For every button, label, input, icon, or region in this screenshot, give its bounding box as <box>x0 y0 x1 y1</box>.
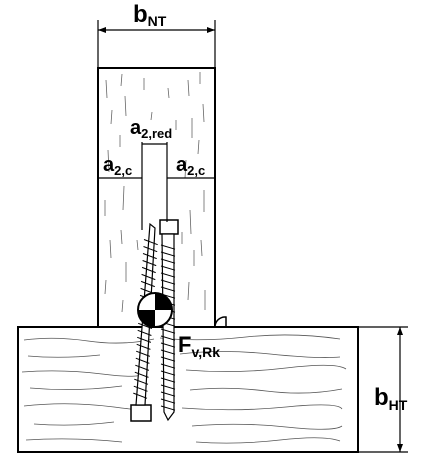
label-b-ht: bHT <box>374 384 408 413</box>
main-beam <box>17 326 359 453</box>
dimension-a2-red <box>141 142 168 230</box>
screw-right <box>159 219 179 422</box>
dimension-b-nt <box>97 20 216 68</box>
label-b-nt: bNT <box>133 1 167 29</box>
center-of-gravity-icon <box>137 292 173 328</box>
screw-left-head <box>130 404 152 422</box>
label-f-vrk: Fv,Rk <box>178 332 220 360</box>
dimension-b-ht <box>358 326 408 453</box>
label-a2-c-right: a2,c <box>176 154 205 178</box>
screw-right-head <box>159 219 179 235</box>
secondary-beam <box>97 67 227 328</box>
bearing-fillet <box>214 316 227 328</box>
label-a2-c-left: a2,c <box>103 154 132 178</box>
label-a2-red: a2,red <box>130 117 172 141</box>
inclined-screws <box>130 219 179 422</box>
secondary-beam-grain <box>104 72 206 313</box>
main-beam-grain <box>21 334 347 444</box>
